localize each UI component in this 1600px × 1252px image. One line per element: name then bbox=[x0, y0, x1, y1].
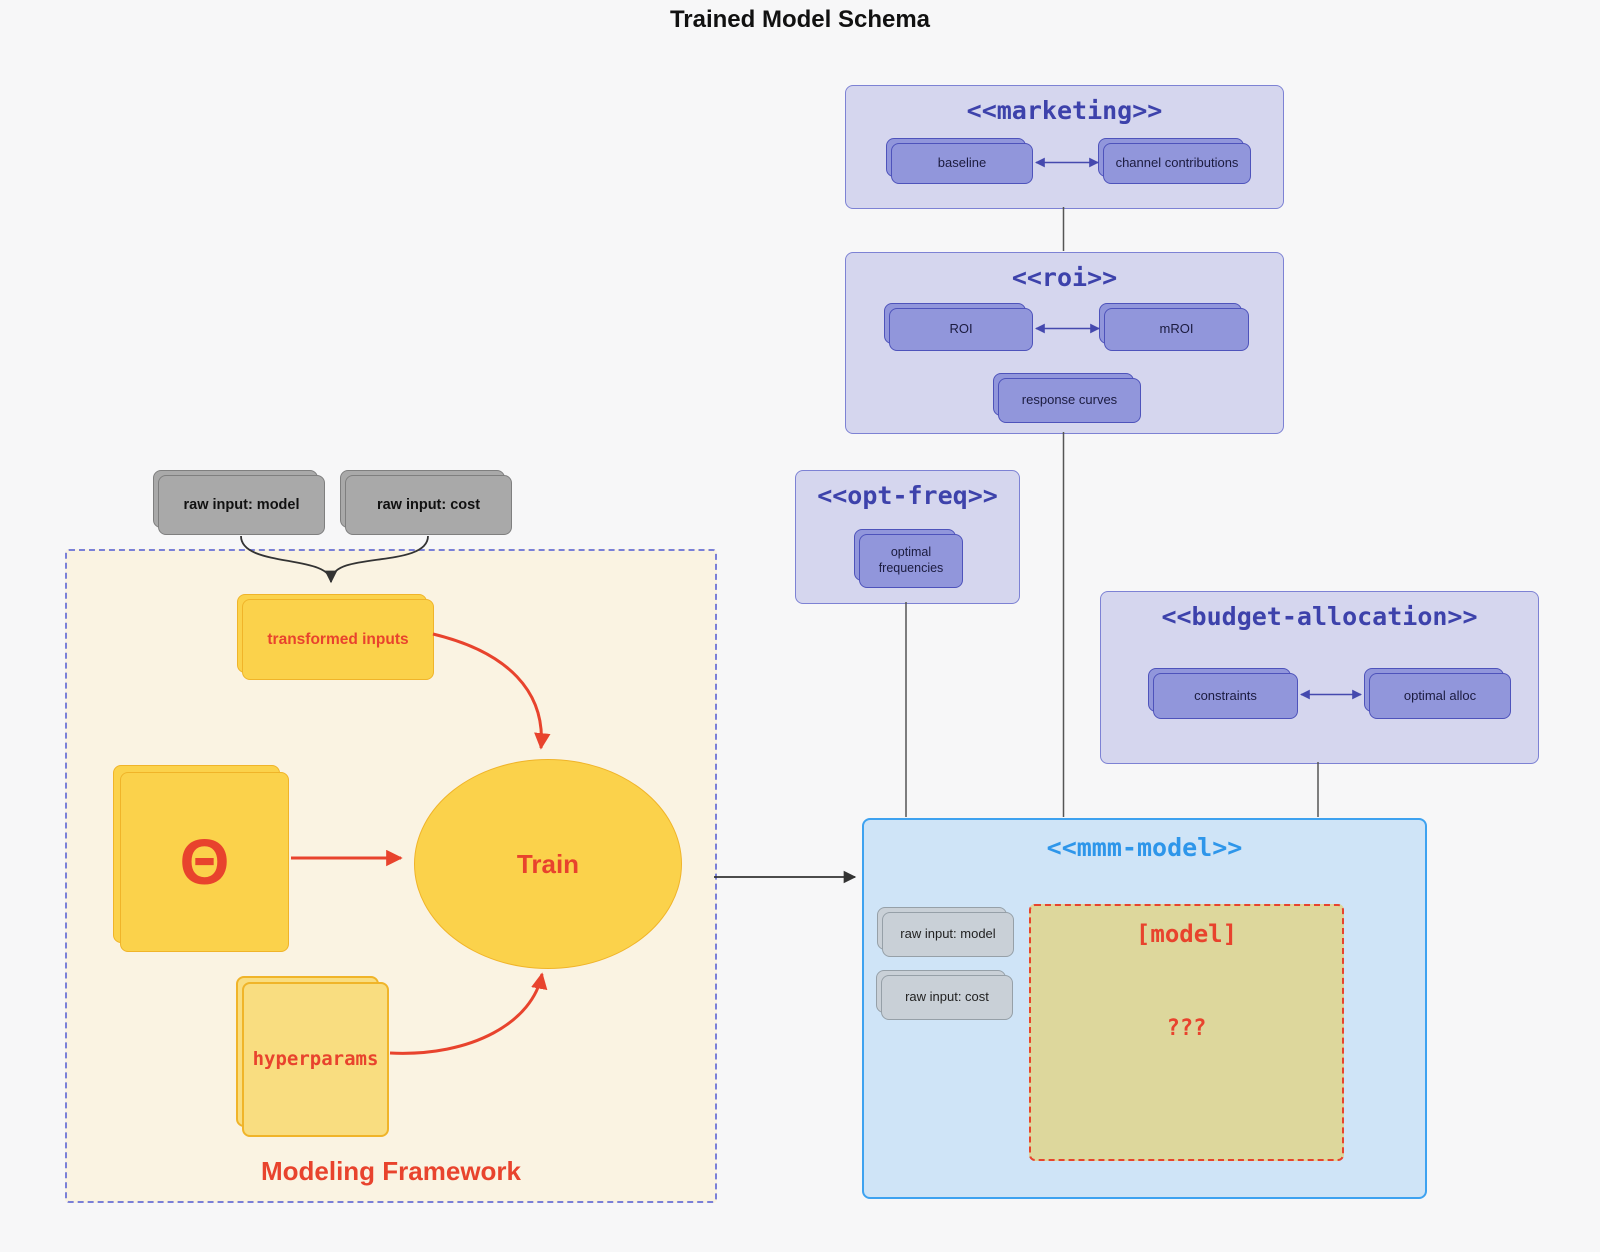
group-budget-allocation: <<budget-allocation>> constraints optima… bbox=[1100, 591, 1539, 764]
model-box-title: [model] bbox=[1135, 920, 1238, 948]
modeling-framework-container: transformed inputs Θ Train hyperparams M… bbox=[65, 549, 717, 1203]
group-budget-allocation-title: <<budget-allocation>> bbox=[1161, 602, 1478, 631]
node-channel-contributions: channel contributions bbox=[1098, 138, 1251, 184]
node-transformed-inputs: transformed inputs bbox=[237, 594, 434, 680]
group-mmm-model-title: <<mmm-model>> bbox=[1046, 833, 1243, 862]
node-baseline: baseline bbox=[886, 138, 1033, 184]
node-raw-input-cost: raw input: cost bbox=[340, 470, 512, 535]
node-hyperparams: hyperparams bbox=[236, 976, 389, 1137]
group-marketing-title: <<marketing>> bbox=[966, 96, 1163, 125]
group-marketing: <<marketing>> baseline channel contribut… bbox=[845, 85, 1284, 209]
group-opt-freq: <<opt-freq>> optimal frequencies bbox=[795, 470, 1020, 604]
diagram-title: Trained Model Schema bbox=[669, 6, 931, 33]
node-mroi: mROI bbox=[1099, 303, 1249, 351]
node-constraints: constraints bbox=[1148, 668, 1298, 719]
model-placeholder-box: [model] ??? bbox=[1029, 904, 1344, 1161]
model-box-question-marks: ??? bbox=[1166, 1016, 1207, 1041]
node-train: Train bbox=[414, 759, 682, 969]
group-roi: <<roi>> ROI mROI response curves bbox=[845, 252, 1284, 434]
node-mmm-raw-input-cost: raw input: cost bbox=[876, 970, 1013, 1020]
group-roi-title: <<roi>> bbox=[1011, 263, 1118, 292]
node-roi: ROI bbox=[884, 303, 1033, 351]
modeling-framework-label: Modeling Framework bbox=[260, 1156, 522, 1186]
group-opt-freq-title: <<opt-freq>> bbox=[817, 481, 998, 510]
node-optimal-alloc: optimal alloc bbox=[1364, 668, 1511, 719]
node-response-curves: response curves bbox=[993, 373, 1141, 423]
node-optimal-frequencies: optimal frequencies bbox=[854, 529, 963, 588]
node-theta: Θ bbox=[113, 765, 289, 952]
node-mmm-raw-input-model: raw input: model bbox=[877, 907, 1014, 957]
node-raw-input-model: raw input: model bbox=[153, 470, 325, 535]
group-mmm-model: <<mmm-model>> raw input: model raw input… bbox=[862, 818, 1427, 1199]
